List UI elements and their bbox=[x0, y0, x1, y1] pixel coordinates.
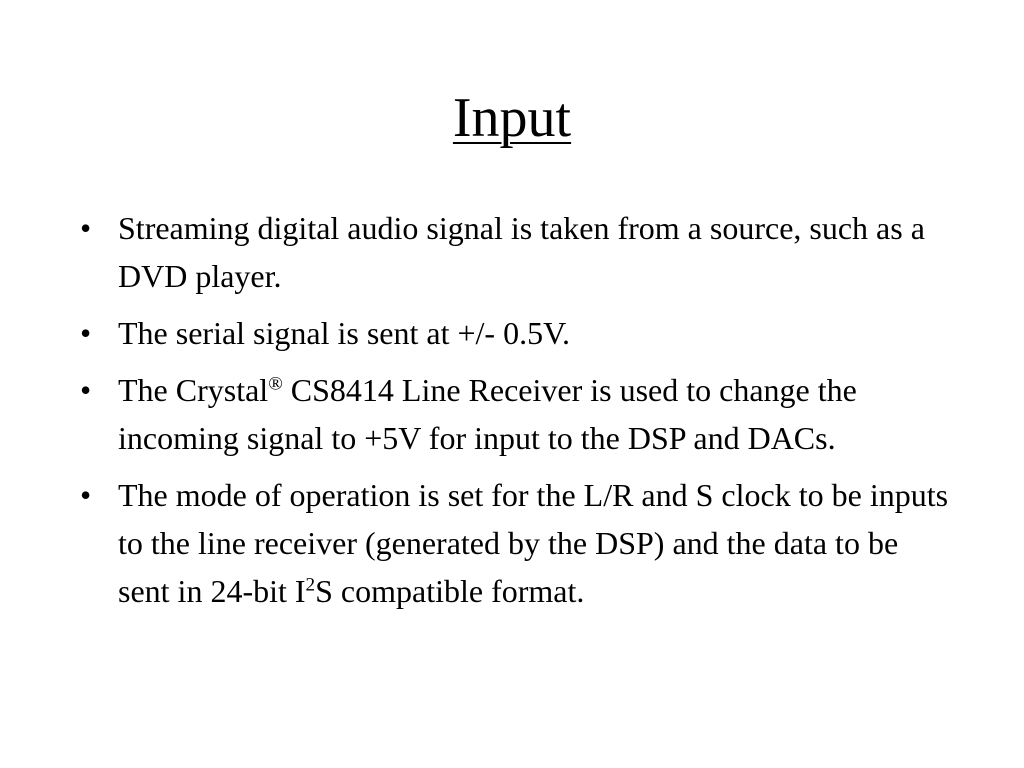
bullet-text-end: CS8414 Line Receiver is used to change t… bbox=[118, 372, 857, 456]
bullet-text-end: S compatible format. bbox=[315, 573, 585, 609]
bullet-text-start: The Crystal bbox=[118, 372, 269, 408]
bullet-marker: • bbox=[80, 210, 92, 246]
slide-title-text: Input bbox=[452, 87, 572, 149]
bullet-text: The serial signal is sent at +/- 0.5V. bbox=[118, 315, 571, 351]
bullet-text: Streaming digital audio signal is taken … bbox=[118, 210, 925, 294]
superscript-two: 2 bbox=[305, 574, 316, 596]
bullet-marker: • bbox=[80, 315, 92, 351]
slide-title: Input bbox=[0, 84, 1024, 152]
bullet-text-start: The mode of operation is set for the L/R… bbox=[118, 477, 949, 609]
bullet-item: • Streaming digital audio signal is take… bbox=[80, 204, 950, 300]
bullet-list: • Streaming digital audio signal is take… bbox=[80, 204, 950, 624]
bullet-marker: • bbox=[80, 372, 92, 408]
bullet-item: • The mode of operation is set for the L… bbox=[80, 471, 950, 615]
bullet-item: • The serial signal is sent at +/- 0.5V. bbox=[80, 309, 950, 357]
registered-mark: ® bbox=[268, 373, 283, 395]
bullet-marker: • bbox=[80, 477, 92, 513]
bullet-item: • The Crystal® CS8414 Line Receiver is u… bbox=[80, 366, 950, 462]
